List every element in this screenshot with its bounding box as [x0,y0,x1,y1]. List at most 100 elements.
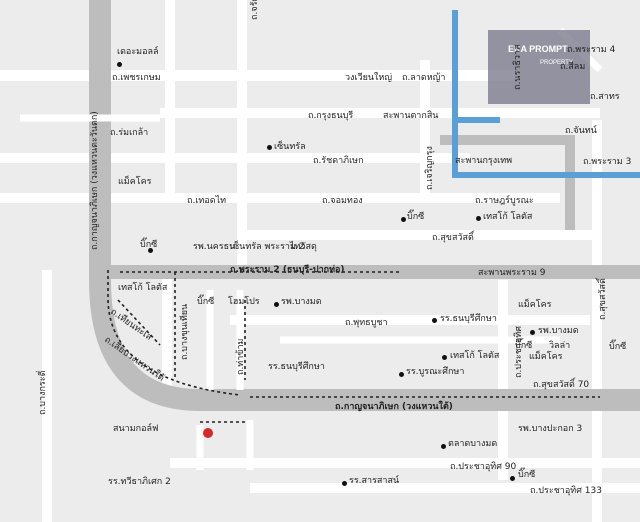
logo-sub: PROPERTY [540,60,573,66]
label-rama3: ถ.พระราม 3 [583,157,632,167]
label-bangkhunthian: ถ.บางขุนเทียน [180,303,190,360]
place-hosp2: รพ.นครธน [193,242,236,252]
marker-tesco [476,216,481,221]
logo-brand: ERA PROMPT [508,44,568,54]
marker-hospital5 [530,330,535,335]
place-school4: รร.สารสาสน์ [349,476,400,486]
place-tesco3: เทสโก้ โลตัส [450,351,500,361]
road-lad-ya [420,60,430,200]
place-central-rama2: แม็คโคร [518,300,552,310]
label-prachauthit90: ถ.ประชาอุทิศ 90 [450,462,517,472]
road-phutthabucha [230,315,590,325]
place-golf: สนามกอล์ฟ [113,424,159,434]
road-chomthong [0,193,560,203]
label-prachauthit133: ถ.ประชาอุทิศ 133 [530,486,602,496]
place-school1: รร.ธนบุรีศึกษา [268,362,325,372]
label-thakham: ถ.ท่าข้าม [236,338,246,375]
place-home-place: ไทวัสดุ [290,242,317,252]
label-thoet-thai: ถ.เทอดไท [187,196,227,206]
place-market2: แม็คโคร [529,352,563,362]
marker-school2 [399,372,404,377]
marker-the-mall-2 [267,145,272,150]
label-rama9-bridge: สะพานพระราม 9 [478,268,546,278]
marker-market [441,444,446,449]
place-big-c2: บิ๊กซี [407,212,425,222]
place-the-mall: เดอะมอลล์ [117,47,159,57]
place-school3: รร.ทวีธาภิเศก 2 [108,477,171,487]
road-krungthonburi [160,108,600,118]
road-charoenrat [165,0,175,200]
marker-school4 [342,481,347,486]
place-big-c: บิ๊กซี [140,240,158,250]
label-taksin-bridge: สะพานตากสิน [383,111,439,121]
era-logo: ERA PROMPT PROPERTY [488,30,590,104]
marker-tesco3 [442,355,447,360]
label-chom-thong: ถ.จอมทอง [322,196,363,206]
label-silom: ถ.สีลม [560,62,586,72]
label-krungthep-bridge: สะพานกรุงเทพ [455,156,513,166]
route-dotted-6 [117,299,161,346]
marker-big-c [148,248,153,253]
place-big-c6: บิ๊กซี [518,470,536,480]
place-market: ตลาดบางมด [448,439,498,449]
road-charan [237,0,247,270]
label-romklao: ถ.ร่มเกล้า [110,128,149,138]
label-charoen-krung: ถ.เจริญกรุง [425,146,435,190]
label-krung-thon-buri: ถ.กรุงธนบุรี [308,111,354,121]
place-central2: เซ็นทรัล พระราม 2 [230,242,305,252]
road-phetkasem [0,70,520,81]
marker-the-mall [117,62,122,67]
label-suk-sawat: ถ.สุขสวัสดิ์ [432,233,474,243]
marker-big-c2 [401,217,406,222]
place-school2: รร.บูรณะศึกษา [406,367,465,377]
place-big-c3: บิ๊กซี [197,297,215,307]
marker-hosp1 [274,302,279,307]
place-hospital5: รพ.บางมด [538,326,579,336]
label-phetkasem: ถ.เพชรเกษม [112,73,161,83]
marker-big-c6 [510,476,515,481]
marker-school5 [432,318,437,323]
road-west [42,270,52,522]
road-bangkhun [162,270,172,400]
label-charan: ถ.จรัญสนิทวงศ์ [250,0,261,20]
place-tesco2: เทสโก้ โลตัส [118,283,168,293]
label-bangkradee: ถ.บางกระดี่ [38,370,48,415]
label-lad-ya: ถ.ลาดหญ้า [402,73,446,83]
label-suksawat-east: ถ.สุขสวัสดิ์ [598,278,608,320]
label-wongwian-yai: วงเวียนใหญ่ [345,73,392,83]
place-big-c5: บิ๊กซี [609,342,627,352]
route-dotted-1 [107,270,241,396]
road-prachauthit [498,280,508,480]
destination-marker [203,428,213,438]
place-home-pro: โฮมโปร [228,297,260,307]
label-kanchana-vert: ถ.กาญจนาภิเษก (วงแหวนตะวันตก) [90,111,100,250]
label-chan: ถ.จันทน์ [565,126,597,136]
road-expressway [452,10,640,178]
label-rama2: ถ.พระราม 2 (ธนบุรี-ปากท่อ) [230,265,345,275]
place-makro: แม็คโคร [118,177,152,187]
label-kanchana: ถ.กาญจนาภิเษก (วงแหวนใต้) [335,402,453,412]
label-rat-burana: ถ.ราษฎร์บูรณะ [475,196,534,206]
label-rama4: ถ.พระราม 4 [567,45,616,55]
place-villa: วิลล่า [549,341,571,351]
place-central: เซ็นทรัล [274,142,306,152]
label-prachauthit: ถ.ประชาอุทิศ [514,326,524,378]
label-ratchada: ถ.รัชดาภิเษก [313,156,364,166]
label-suksawat70: ถ.สุขสวัสดิ์ 70 [533,380,590,390]
label-narathiwat: ถ.นราธิวาส [513,44,523,90]
road-east [592,120,602,522]
label-sathorn: ถ.สาทร [590,92,620,102]
road-ratchada [0,153,470,163]
road-prachauthit90 [170,458,640,468]
place-hosp1: รพ.บางมด [281,297,322,307]
road-river [440,135,575,230]
road-suksawat [240,230,600,240]
place-big-c4: บิ๊กซี [515,341,533,351]
road-kanchana-west [89,0,640,411]
road-prachauthit133 [250,483,640,493]
place-school5: รร.ธนบุรีศึกษา [440,314,497,324]
place-tesco: เทสโก้ โลตัส [483,212,533,222]
place-hosp3: รพ.บางปะกอก 3 [518,424,583,434]
label-phutthabucha: ถ.พุทธบูชา [345,318,388,328]
